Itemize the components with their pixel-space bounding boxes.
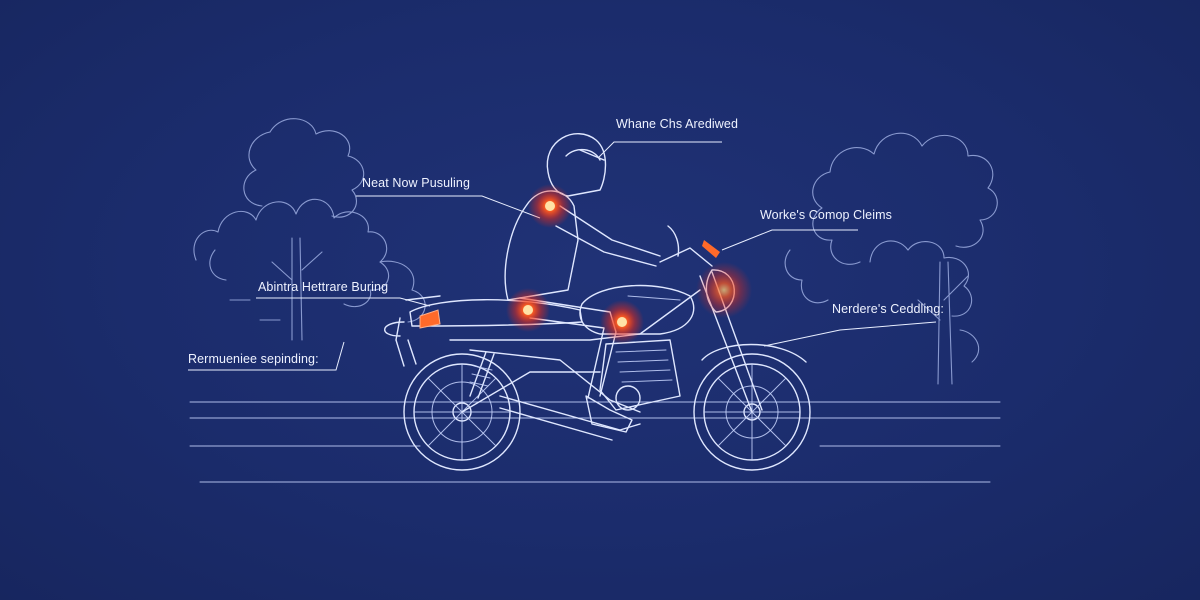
label-front-wheel: Nerdere's Ceddling: bbox=[832, 302, 944, 316]
hotspots bbox=[506, 184, 752, 344]
road-lines bbox=[189, 401, 1001, 483]
label-helmet: Whane Chs Arediwed bbox=[616, 117, 739, 131]
trees-right bbox=[784, 132, 998, 385]
leader-lines bbox=[188, 141, 937, 371]
label-headlight: Worke's Comop Cleims bbox=[760, 208, 892, 222]
trees-left bbox=[193, 118, 426, 341]
label-hip: Abintra Hettrare Buring bbox=[258, 280, 389, 294]
front-wheel bbox=[693, 343, 811, 471]
motorcycle-frame bbox=[384, 225, 763, 441]
headlight-hotspot bbox=[696, 262, 752, 318]
rider bbox=[504, 133, 661, 433]
label-rear: Rermueniee sepinding: bbox=[188, 352, 319, 366]
label-shoulder: Neat Now Pusuling bbox=[362, 176, 471, 190]
indicator-light bbox=[702, 240, 720, 258]
tail-light bbox=[419, 309, 441, 329]
